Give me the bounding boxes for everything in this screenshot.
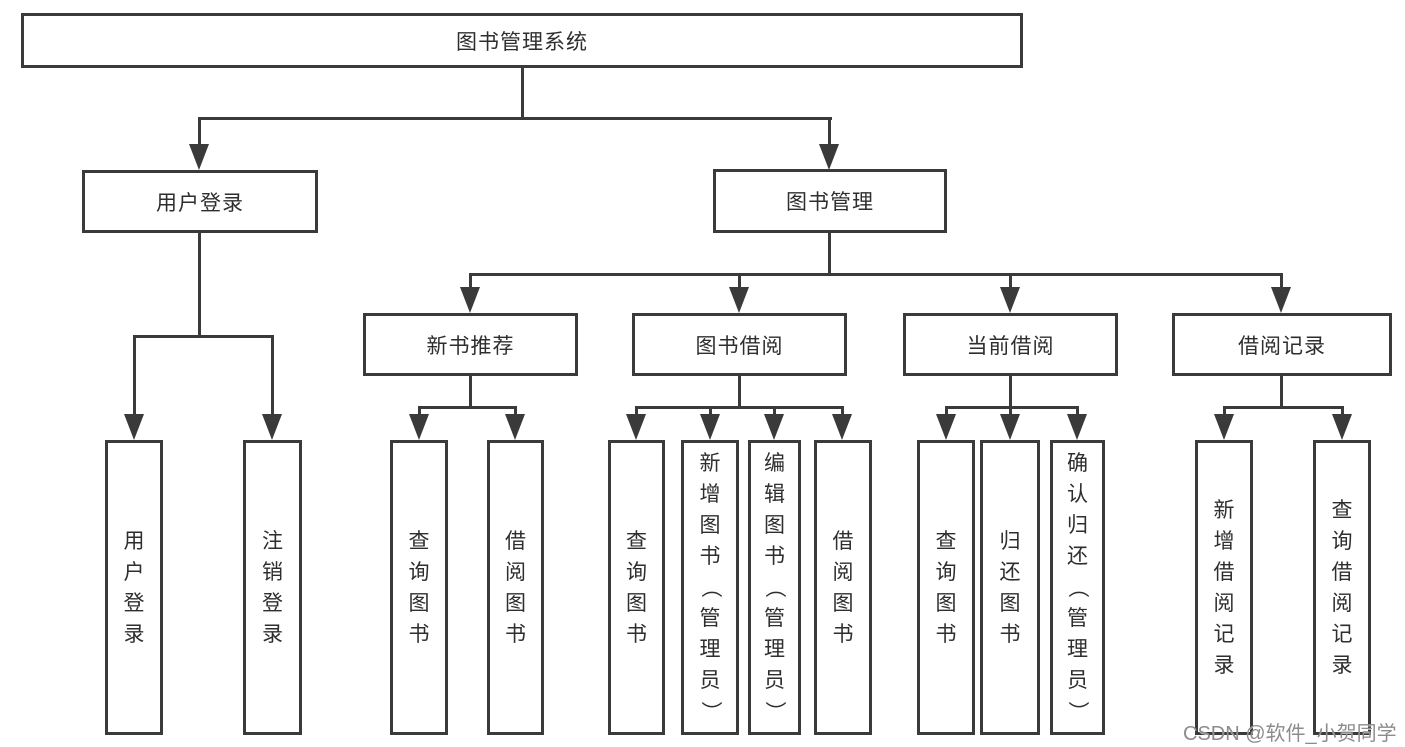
node-borrow-records: 借阅记录 [1172, 313, 1392, 376]
connector-root-rail [198, 117, 832, 120]
connector-root-stem [521, 68, 524, 117]
connector-userlogin-stem [198, 233, 201, 335]
connector-bookborrow-drop-1 [635, 406, 638, 416]
connector-newbook-drop-2 [514, 406, 517, 416]
node-new-book-recommend-label: 新书推荐 [426, 334, 515, 358]
node-book-management-label: 图书管理 [786, 191, 874, 214]
connector-records-drop-1 [1223, 406, 1226, 416]
arrowhead-leaf-user-login [124, 414, 144, 440]
connector-root-drop-right [828, 117, 831, 146]
node-root-label: 图书管理系统 [456, 30, 588, 54]
connector-currentborrow-stem [1009, 376, 1012, 406]
node-root: 图书管理系统 [21, 13, 1023, 68]
connector-bookborrow-drop-4 [841, 406, 844, 416]
leaf-current-return-books: 归还图书 [980, 440, 1040, 735]
leaf-user-login: 用户登录 [105, 440, 163, 735]
node-current-borrow-label: 当前借阅 [966, 334, 1055, 358]
connector-currentborrow-drop-1 [945, 406, 948, 416]
arrowhead-bw-add-books [700, 414, 720, 440]
connector-records-rail [1223, 406, 1344, 409]
leaf-records-add-record: 新增借阅记录 [1195, 440, 1253, 735]
arrowhead-rec-add-record [1214, 414, 1234, 440]
connector-bookborrow-drop-2 [709, 406, 712, 416]
connector-userlogin-drop-1 [133, 335, 136, 416]
node-new-book-recommend: 新书推荐 [363, 313, 578, 376]
arrowhead-book-management [819, 144, 839, 170]
leaf-borrow-edit-books: 编辑图书（管理员） [748, 440, 801, 735]
node-user-login-label: 用户登录 [156, 191, 244, 215]
connector-currentborrow-rail [945, 406, 1079, 409]
node-current-borrow: 当前借阅 [903, 313, 1118, 376]
arrowhead-nb-query-books [409, 414, 429, 440]
connector-bookmgmt-drop-3 [1009, 273, 1012, 289]
connector-records-stem [1280, 376, 1283, 406]
arrowhead-leaf-logout [262, 414, 282, 440]
arrowhead-current-borrow [1000, 287, 1020, 313]
connector-bookborrow-drop-3 [773, 406, 776, 416]
arrowhead-bw-query-books [626, 414, 646, 440]
node-book-borrow: 图书借阅 [632, 313, 847, 376]
connector-userlogin-rail [133, 335, 274, 338]
connector-newbook-stem [469, 376, 472, 406]
arrowhead-borrow-records [1271, 287, 1291, 313]
arrowhead-new-book-recommend [460, 287, 480, 313]
arrowhead-bw-borrow-books [832, 414, 852, 440]
connector-bookmgmt-stem [828, 233, 831, 273]
leaf-records-query-record: 查询借阅记录 [1313, 440, 1371, 735]
arrowhead-cur-return-books [1000, 414, 1020, 440]
leaf-current-confirm-return: 确认归还（管理员） [1050, 440, 1105, 735]
arrowhead-cur-query-books [936, 414, 956, 440]
arrowhead-nb-borrow-books [505, 414, 525, 440]
connector-bookborrow-stem [738, 376, 741, 406]
connector-bookborrow-rail [635, 406, 844, 409]
connector-bookmgmt-drop-2 [738, 273, 741, 289]
arrowhead-book-borrow [729, 287, 749, 313]
connector-newbook-rail [418, 406, 517, 409]
arrowhead-rec-query-record [1332, 414, 1352, 440]
connector-bookmgmt-drop-4 [1280, 273, 1283, 289]
arrowhead-bw-edit-books [764, 414, 784, 440]
connector-newbook-drop-1 [418, 406, 421, 416]
leaf-borrow-query-books: 查询图书 [608, 440, 665, 735]
leaf-borrow-add-books: 新增图书（管理员） [681, 440, 739, 735]
leaf-borrow-borrow-books: 借阅图书 [814, 440, 872, 735]
arrowhead-user-login [189, 144, 209, 170]
leaf-logout: 注销登录 [243, 440, 302, 735]
connector-currentborrow-drop-2 [1009, 406, 1012, 416]
node-book-management: 图书管理 [713, 169, 947, 233]
connector-root-drop-left [198, 117, 201, 146]
node-user-login: 用户登录 [82, 170, 318, 233]
connector-currentborrow-drop-3 [1076, 406, 1079, 416]
leaf-current-query-books: 查询图书 [917, 440, 975, 735]
csdn-watermark: CSDN @软件_小贺同学 [1183, 723, 1397, 745]
connector-records-drop-2 [1341, 406, 1344, 416]
connector-bookmgmt-rail [469, 273, 1283, 276]
connector-userlogin-drop-2 [271, 335, 274, 416]
node-borrow-records-label: 借阅记录 [1238, 334, 1326, 358]
arrowhead-cur-confirm-return [1067, 414, 1087, 440]
leaf-newbook-borrow-books: 借阅图书 [487, 440, 544, 735]
node-book-borrow-label: 图书借阅 [695, 334, 784, 358]
leaf-newbook-query-books: 查询图书 [390, 440, 448, 735]
connector-bookmgmt-drop-1 [469, 273, 472, 289]
